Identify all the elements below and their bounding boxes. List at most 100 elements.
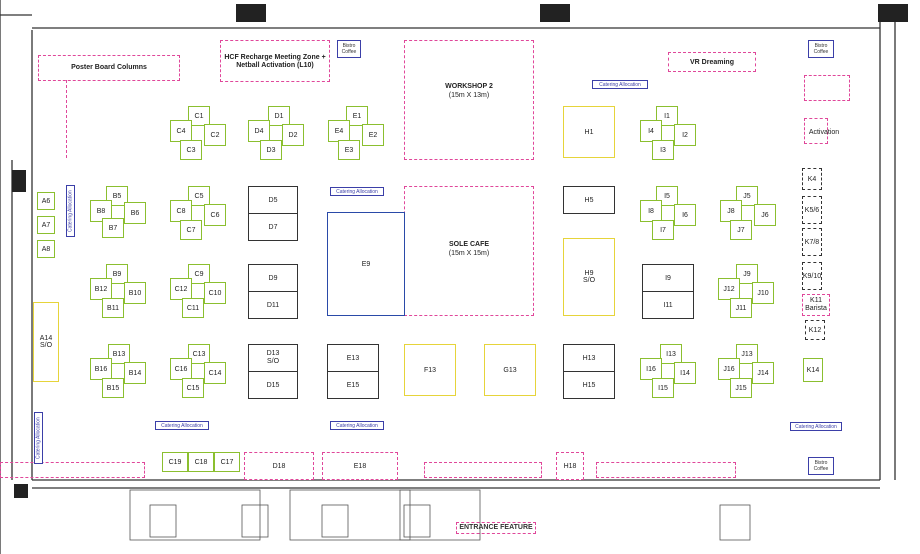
stand-e13[interactable]: E13 [327,344,379,372]
stand-c3[interactable]: C3 [180,140,202,160]
stand-h1[interactable]: H1 [563,106,615,158]
stand-b7[interactable]: B7 [102,218,124,238]
stand-d18[interactable]: D18 [244,452,314,480]
stand-c12[interactable]: C12 [170,278,192,300]
stand-j9[interactable]: J9 [736,264,758,284]
stand-k12[interactable]: K12 [805,320,825,340]
stand-d2[interactable]: D2 [282,124,304,146]
stand-i15[interactable]: I15 [652,378,674,398]
stand-c13[interactable]: C13 [188,344,210,364]
stand-d15[interactable]: D15 [248,371,298,399]
stand-h5[interactable]: H5 [563,186,615,214]
stand-j11[interactable]: J11 [730,298,752,318]
stand-i9[interactable]: I9 [642,264,694,292]
stand-c11[interactable]: C11 [182,298,204,318]
stand-i11[interactable]: I11 [642,291,694,319]
stand-i3[interactable]: I3 [652,140,674,160]
stand-j6[interactable]: J6 [754,204,776,226]
stand-b8[interactable]: B8 [90,200,112,222]
stand-d3[interactable]: D3 [260,140,282,160]
stand-d7[interactable]: D7 [248,213,298,241]
stand-i8[interactable]: I8 [640,200,662,222]
stand-b15[interactable]: B15 [102,378,124,398]
stand-e9[interactable]: E9 [327,212,405,316]
corridor-zone-right [596,462,736,478]
entrance-feature-label: ENTRANCE FEATURE [459,523,533,531]
stand-e3[interactable]: E3 [338,140,360,160]
stand-e2[interactable]: E2 [362,124,384,146]
stand-j13[interactable]: J13 [736,344,758,364]
stand-d1[interactable]: D1 [268,106,290,126]
stand-j8[interactable]: J8 [720,200,742,222]
stand-c9[interactable]: C9 [188,264,210,284]
stand-b16[interactable]: B16 [90,358,112,380]
stand-c7[interactable]: C7 [180,220,202,240]
stand-c16[interactable]: C16 [170,358,192,380]
stand-i13[interactable]: I13 [660,344,682,364]
stand-c15[interactable]: C15 [182,378,204,398]
stand-c5[interactable]: C5 [188,186,210,206]
stand-k14[interactable]: K14 [803,358,823,382]
stand-h18[interactable]: H18 [556,452,584,480]
stand-k7-8[interactable]: K7/8 [802,228,822,256]
catering-allocation: Catering Allocation [155,421,209,430]
stand-j15[interactable]: J15 [730,378,752,398]
stand-k4[interactable]: K4 [802,168,822,190]
stand-i6[interactable]: I6 [674,204,696,226]
stand-c4[interactable]: C4 [170,120,192,142]
stand-b13[interactable]: B13 [108,344,130,364]
bistro-coffee-right-top: Bistro Coffee [808,40,834,58]
stand-c17[interactable]: C17 [214,452,240,472]
stand-i2[interactable]: I2 [674,124,696,146]
stand-j10[interactable]: J10 [752,282,774,304]
stand-c18[interactable]: C18 [188,452,214,472]
stand-c14[interactable]: C14 [204,362,226,384]
stand-i14[interactable]: I14 [674,362,696,384]
stand-j12[interactable]: J12 [718,278,740,300]
stand-b11[interactable]: B11 [102,298,124,318]
stand-d4[interactable]: D4 [248,120,270,142]
workshop-2-size: (15m X 13m) [448,91,490,99]
stand-h13[interactable]: H13 [563,344,615,372]
stand-a7[interactable]: A7 [37,216,55,234]
stand-c2[interactable]: C2 [204,124,226,146]
sole-cafe-label: SOLE CAFE [448,240,490,248]
stand-f13[interactable]: F13 [404,344,456,396]
stand-a8[interactable]: A8 [37,240,55,258]
stand-c10[interactable]: C10 [204,282,226,304]
stand-c8[interactable]: C8 [170,200,192,222]
stand-g13[interactable]: G13 [484,344,536,396]
stand-a6[interactable]: A6 [37,192,55,210]
hcf-meeting-zone [220,40,330,82]
stand-j16[interactable]: J16 [718,358,740,380]
stand-j7[interactable]: J7 [730,220,752,240]
stand-k5-6[interactable]: K5/6 [802,196,822,224]
stand-i16[interactable]: I16 [640,358,662,380]
stand-c19[interactable]: C19 [162,452,188,472]
stand-c1[interactable]: C1 [188,106,210,126]
stand-e15[interactable]: E15 [327,371,379,399]
stand-e4[interactable]: E4 [328,120,350,142]
bistro-coffee-top: Bistro Coffee [337,40,361,58]
stand-k9-10[interactable]: K9/10 [802,262,822,290]
stand-d9[interactable]: D9 [248,264,298,292]
stand-j14[interactable]: J14 [752,362,774,384]
stand-b10[interactable]: B10 [124,282,146,304]
stand-d5[interactable]: D5 [248,186,298,214]
stand-e1[interactable]: E1 [346,106,368,126]
stand-b12[interactable]: B12 [90,278,112,300]
stand-h15[interactable]: H15 [563,371,615,399]
stand-b6[interactable]: B6 [124,202,146,224]
stand-e18[interactable]: E18 [322,452,398,480]
stand-c6[interactable]: C6 [204,204,226,226]
stand-i4[interactable]: I4 [640,120,662,142]
stand-d11[interactable]: D11 [248,291,298,319]
stand-i7[interactable]: I7 [652,220,674,240]
catering-allocation: Catering Allocation [790,422,842,431]
stand-b14[interactable]: B14 [124,362,146,384]
vr-dreaming-zone [668,52,756,72]
